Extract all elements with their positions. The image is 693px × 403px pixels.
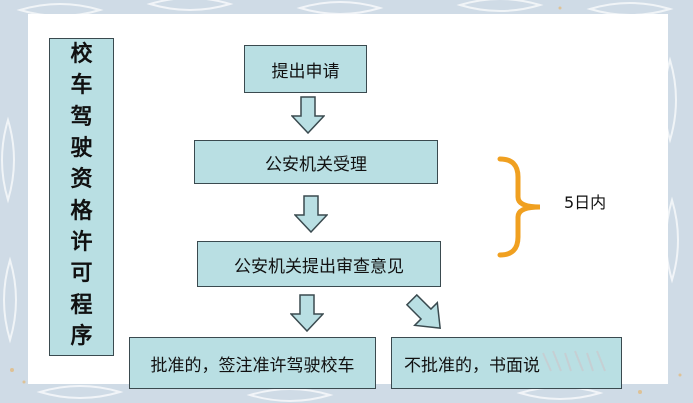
arrow-down-icon (294, 195, 328, 233)
arrow-diagonal-icon (405, 293, 441, 329)
step-accept-box: 公安机关受理 (194, 140, 438, 184)
step-apply-box: 提出申请 (244, 45, 367, 93)
step-approve-box: 批准的，签注准许驾驶校车 (129, 337, 376, 389)
curly-brace-icon (497, 156, 541, 258)
title-box: 校 车 驾 驶 资 格 许 可 程 序 (49, 38, 114, 356)
title-char: 可 (70, 261, 93, 287)
title-char: 车 (70, 73, 93, 99)
step-opinion-box: 公安机关提出审查意见 (197, 241, 441, 287)
watermark-icon (542, 350, 606, 372)
title-char: 驶 (70, 135, 93, 161)
title-char: 格 (70, 198, 93, 224)
timeframe-label: 5日内 (564, 193, 607, 212)
step-reject-box: 不批准的，书面说 (391, 337, 622, 389)
title-char: 校 (70, 42, 93, 67)
title-char: 程 (70, 292, 93, 318)
arrow-down-icon (291, 96, 325, 134)
arrow-down-icon (290, 294, 324, 332)
title-char: 驾 (70, 104, 93, 130)
title-char: 序 (70, 323, 93, 349)
title-char: 资 (70, 167, 93, 193)
title-char: 许 (70, 229, 93, 255)
